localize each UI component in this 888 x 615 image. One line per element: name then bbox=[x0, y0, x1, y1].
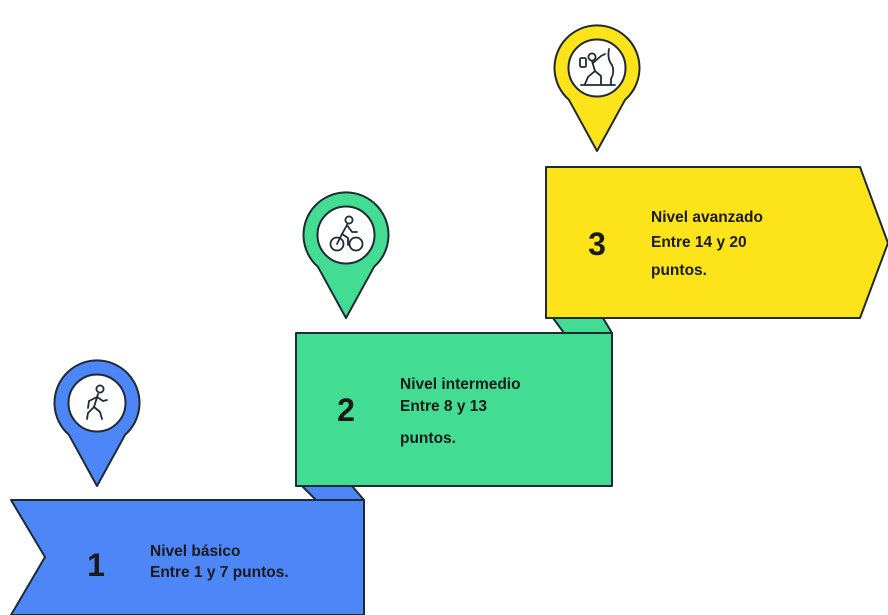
step-1-title: Nivel básico bbox=[150, 543, 240, 560]
step-3-banner bbox=[545, 166, 888, 319]
step-2-pin-badge bbox=[316, 205, 376, 265]
step-3-title: Nivel avanzado bbox=[651, 209, 763, 226]
step-1-pin-badge bbox=[67, 373, 127, 433]
step-3-pin bbox=[553, 24, 641, 152]
step-2-banner bbox=[295, 332, 613, 487]
step-2-number: 2 bbox=[337, 392, 355, 428]
step-3-range-cont: puntos. bbox=[651, 262, 707, 279]
walking-person-icon bbox=[86, 384, 108, 420]
step-2-range: Entre 8 y 13 bbox=[400, 398, 487, 415]
step-2-panel: 2 Nivel intermedio Entre 8 y 13 puntos. bbox=[295, 332, 613, 487]
cyclist-icon bbox=[329, 215, 364, 252]
step-2-title: Nivel intermedio bbox=[400, 376, 521, 393]
fold-connector-2-3 bbox=[552, 317, 613, 334]
step-3-pin-badge bbox=[567, 38, 627, 98]
step-3-panel: 3 Nivel avanzado Entre 14 y 20 puntos. bbox=[545, 166, 888, 319]
step-3-range: Entre 14 y 20 bbox=[651, 234, 747, 251]
fold-connector-1-2 bbox=[301, 485, 365, 501]
step-1-number: 1 bbox=[87, 547, 105, 583]
step-2-range-cont: puntos. bbox=[400, 430, 456, 447]
step-1-panel: 1 Nivel básico Entre 1 y 7 puntos. bbox=[10, 499, 365, 615]
step-1-range: Entre 1 y 7 puntos. bbox=[150, 564, 289, 581]
climber-icon bbox=[579, 48, 616, 86]
step-2-pin bbox=[302, 191, 390, 319]
step-3-number: 3 bbox=[588, 226, 606, 262]
step-1-pin bbox=[53, 359, 141, 487]
step-1-banner bbox=[10, 499, 365, 615]
